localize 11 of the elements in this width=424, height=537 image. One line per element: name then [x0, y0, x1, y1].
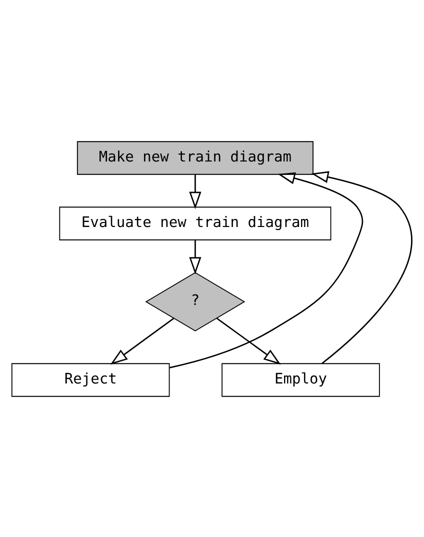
node-box: Employ	[222, 362, 380, 396]
arrow	[110, 317, 174, 364]
arrow	[189, 174, 202, 209]
node-box: Make new train diagram	[76, 140, 314, 174]
node-diamond: ?	[145, 272, 246, 331]
arrow	[170, 172, 364, 368]
arrow	[189, 240, 202, 274]
arrow	[311, 170, 412, 364]
node-box: Evaluate new train diagram	[59, 206, 332, 240]
node-box: Reject	[11, 362, 170, 396]
arrow	[216, 317, 281, 364]
